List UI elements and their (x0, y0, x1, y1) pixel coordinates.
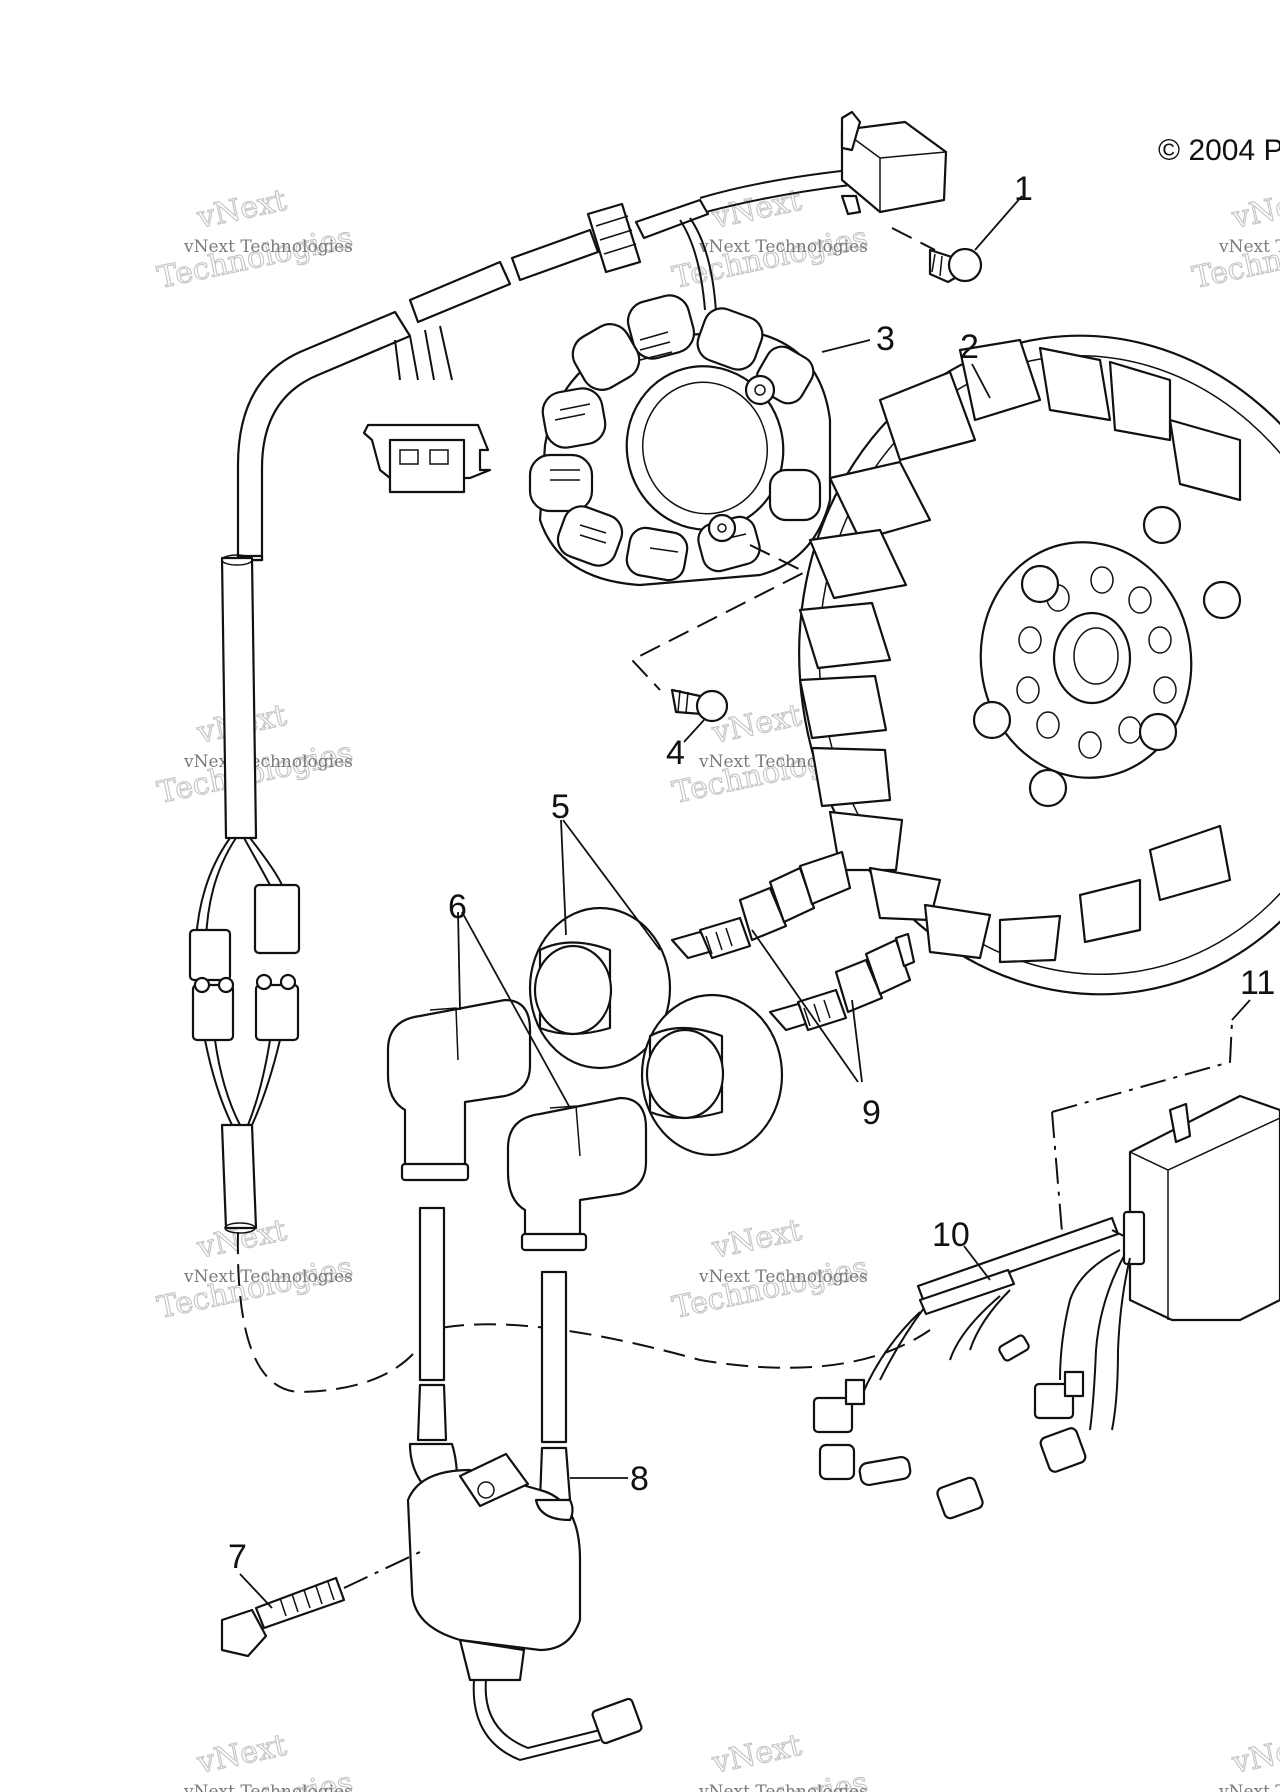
callout-5: 5 (551, 788, 570, 826)
watermark-line1: vNext Technologies (1218, 1782, 1280, 1792)
watermark-line1: vNext Technologies (183, 237, 353, 257)
wire-harness (188, 169, 931, 1394)
watermark-line1: vNext Technologies (698, 1267, 868, 1287)
watermark-line3: Technologies (669, 220, 870, 296)
part-5-boots (528, 819, 784, 1157)
callout-labels: 1 2 3 4 5 6 7 8 9 10 11 (228, 170, 1275, 1576)
watermark-line2: vNext (193, 183, 289, 236)
watermark-line1: vNext Technologies (183, 1267, 353, 1287)
callout-11: 11 (1240, 964, 1275, 1002)
part-11-cdi-box (1051, 999, 1280, 1322)
part-10-harness (812, 1210, 1146, 1520)
watermark-line2: vNext (708, 1728, 804, 1781)
callout-6: 6 (448, 888, 467, 926)
watermark-line1: vNext Technologies (1218, 237, 1280, 257)
part-2-flywheel (798, 334, 1280, 996)
callout-8: 8 (630, 1460, 649, 1498)
callout-9: 9 (862, 1094, 881, 1132)
watermark-line1: vNext Technologies (698, 237, 868, 257)
callout-3: 3 (876, 320, 895, 358)
watermark-line3: Technologies (1189, 220, 1280, 296)
watermark-line1: vNext Technologies (698, 1782, 868, 1792)
part-7-bolt (220, 1551, 421, 1658)
watermark-line1: vNext Technologies (183, 752, 353, 772)
callout-4: 4 (666, 734, 685, 772)
watermark-line2: vNext (193, 1728, 289, 1781)
copyright-text: © 2004 P (1158, 134, 1280, 167)
part-4-screw (670, 688, 729, 743)
watermark-line3: Technologies (154, 220, 355, 296)
part-6-caps (386, 911, 648, 1252)
watermark-line3: Technologies (669, 1250, 870, 1326)
callout-7: 7 (228, 1538, 247, 1576)
part-3-stator (528, 294, 871, 691)
watermark-line2: vNext (708, 1213, 804, 1266)
watermark-line2: vNext (1228, 1728, 1280, 1781)
callout-2: 2 (960, 328, 979, 366)
part-1-bracket (840, 110, 1023, 284)
watermark-line1: vNext Technologies (183, 1782, 353, 1792)
watermark-line2: vNext (1228, 183, 1280, 236)
callout-1: 1 (1014, 170, 1033, 208)
callout-10: 10 (932, 1216, 970, 1254)
part-8-ignition-coil (406, 1206, 643, 1762)
watermark-line3: Technologies (154, 1250, 355, 1326)
part-9-spark-plugs (670, 850, 916, 1083)
